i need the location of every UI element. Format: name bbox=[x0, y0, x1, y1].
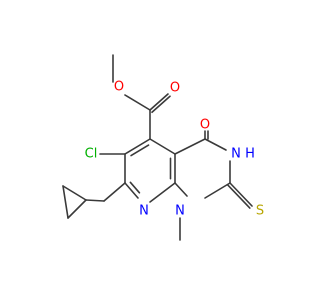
methoxy-oxygen-label: O bbox=[114, 80, 124, 95]
atom-labels: O O O N H N N Cl S bbox=[85, 80, 264, 219]
ring-bond-c5-c6 bbox=[130, 144, 150, 157]
bond-lines bbox=[62, 54, 253, 241]
methoxy-oxygen-text: O bbox=[114, 80, 124, 95]
pyridine-nitrogen-label: N bbox=[139, 204, 149, 219]
thione-bond-c2-s bbox=[229, 182, 253, 207]
thione-bond-c2-s-second bbox=[227, 184, 251, 209]
methyl-nitrogen-text: N bbox=[175, 204, 185, 219]
ring-bond-c2-n1 bbox=[204, 182, 231, 199]
ring-bond-c5-c6-outer bbox=[124, 138, 151, 155]
ring-bond-c7-n8 bbox=[124, 182, 139, 199]
ring-bond-c8a-n1 bbox=[174, 182, 188, 197]
ring-carbonyl-oxygen-text: O bbox=[200, 118, 210, 133]
ring-bond-c7-n8-inner bbox=[129, 181, 141, 194]
chlorine-text: Cl bbox=[85, 147, 98, 162]
ring-carbonyl-oxygen-label: O bbox=[200, 118, 210, 133]
ring-bond-n8-c8a bbox=[149, 182, 176, 203]
cyclopropyl-bond-b bbox=[62, 185, 87, 201]
pyridine-nitrogen-text: N bbox=[139, 204, 149, 219]
cyclopropyl-attach-bond bbox=[103, 182, 126, 202]
ester-carbonyl-oxygen-label: O bbox=[170, 81, 180, 96]
ester-bond-c-o bbox=[124, 94, 151, 111]
nh-nitrogen-text: N bbox=[231, 147, 241, 162]
ester-carbonyl-bond-second bbox=[151, 95, 171, 114]
chemical-structure-diagram: O O O N H N N Cl S bbox=[62, 54, 264, 241]
methyl-nitrogen-label: N bbox=[175, 204, 185, 219]
chlorine-label: Cl bbox=[85, 147, 98, 162]
ring-bond-c4a-c5 bbox=[149, 138, 176, 155]
cyclopropyl-bond-a bbox=[85, 199, 105, 202]
ring-bond-c4a-c4 bbox=[174, 138, 206, 155]
nh-hydrogen-text: H bbox=[245, 147, 255, 162]
cyclopropyl-bond-d bbox=[62, 185, 69, 219]
ester-carbonyl-oxygen-text: O bbox=[170, 81, 180, 96]
ester-carbonyl-bond bbox=[149, 93, 169, 111]
ring-bond-c4-n3 bbox=[204, 138, 227, 151]
sulfur-text: S bbox=[256, 204, 264, 219]
nh-label: N H bbox=[231, 147, 255, 162]
cyclopropyl-bond-c bbox=[67, 199, 87, 219]
sulfur-label: S bbox=[256, 204, 264, 219]
